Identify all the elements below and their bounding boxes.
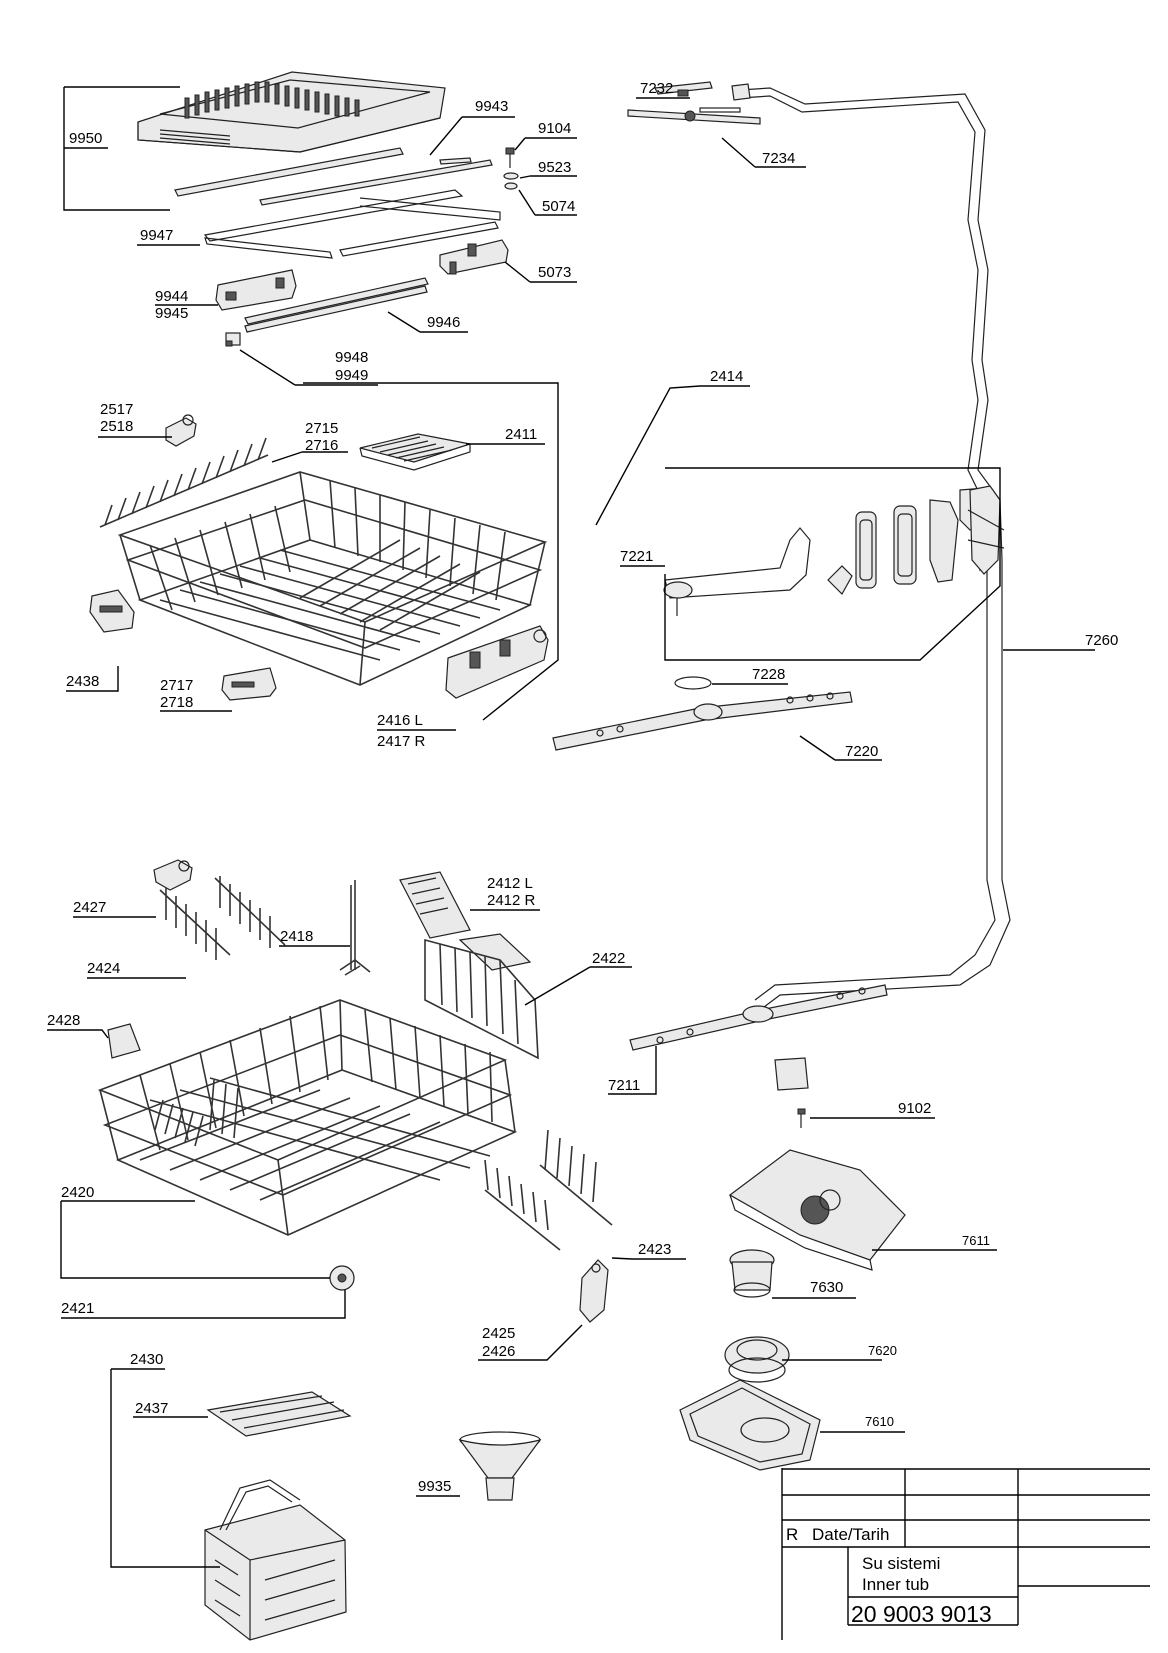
clip-2717-drawing <box>221 667 277 701</box>
title-block-date-label: Date/Tarih <box>812 1525 889 1544</box>
rail-bracket-9944-drawing <box>215 269 297 311</box>
callout-2412R: 2412 R <box>487 892 536 909</box>
callout-9523: 9523 <box>538 159 571 176</box>
callout-9102: 9102 <box>898 1100 931 1117</box>
callout-7611: 7611 <box>962 1233 990 1248</box>
holder-2418-drawing <box>339 880 371 976</box>
callout-7211: 7211 <box>608 1077 640 1094</box>
callout-9104: 9104 <box>538 120 571 137</box>
callout-2424: 2424 <box>87 960 120 977</box>
callout-2416L: 2416 L <box>377 712 423 729</box>
callout-9935: 9935 <box>418 1478 451 1495</box>
rail-bracket-5073-drawing <box>439 239 509 275</box>
ring-filter-7620-drawing <box>724 1336 790 1383</box>
title-block-title-line2: Inner tub <box>862 1575 929 1594</box>
callout-2430: 2430 <box>130 1351 163 1368</box>
clip-2427-drawing <box>153 859 193 891</box>
callout-7234: 7234 <box>762 150 795 167</box>
callout-2437: 2437 <box>135 1400 168 1417</box>
lower-spray-arm-7211-drawing <box>629 984 888 1091</box>
callout-2438: 2438 <box>66 673 99 690</box>
callout-2426: 2426 <box>482 1343 515 1360</box>
cup-shelf-2411-drawing <box>359 433 471 471</box>
o-ring-7228-drawing <box>674 676 712 690</box>
cup-shelf-2412-drawing <box>399 871 532 971</box>
leader-lines <box>47 86 1095 1568</box>
clip-2425-drawing <box>579 1259 609 1323</box>
tine-rows-2423-drawing <box>484 1129 613 1251</box>
diverter-assembly-7221-drawing <box>663 485 1005 616</box>
wheel-2421-drawing <box>329 1265 355 1291</box>
callout-7610: 7610 <box>865 1414 894 1429</box>
title-block-revision: R <box>786 1525 798 1544</box>
callout-2518: 2518 <box>100 418 133 435</box>
callout-5073: 5073 <box>538 264 571 281</box>
callout-7220: 7220 <box>845 743 878 760</box>
title-block-document-number: 20 9003 9013 <box>851 1601 992 1627</box>
callout-7232: 7232 <box>640 80 673 97</box>
callout-2412L: 2412 L <box>487 875 533 892</box>
screw-9102-drawing <box>797 1108 806 1128</box>
callout-2414: 2414 <box>710 368 743 385</box>
upper-basket-drawing <box>99 437 548 686</box>
callout-9946: 9946 <box>427 314 460 331</box>
callout-5074: 5074 <box>542 198 575 215</box>
callout-2427: 2427 <box>73 899 106 916</box>
callout-labels: 9950 9943 9104 9523 5074 9947 5073 9944 … <box>47 80 1118 1495</box>
handle-2438-drawing <box>89 589 135 633</box>
screw-washers-drawing <box>503 147 519 190</box>
title-block-title-line1: Su sistemi <box>862 1554 940 1573</box>
callout-9943: 9943 <box>475 98 508 115</box>
middle-spray-arm-7220-drawing <box>552 691 853 751</box>
callout-2423: 2423 <box>638 1241 671 1258</box>
rack-rails-drawing <box>174 147 501 259</box>
handle-2428-drawing <box>107 1023 141 1059</box>
diverter-group-box <box>664 467 1001 661</box>
cutlery-basket-2430-drawing <box>204 1479 347 1641</box>
folding-rack-2422-drawing <box>424 938 539 1060</box>
callout-2425: 2425 <box>482 1325 515 1342</box>
callout-9949: 9949 <box>335 367 368 384</box>
callout-9948: 9948 <box>335 349 368 366</box>
callout-9950: 9950 <box>69 130 102 147</box>
rail-9946-drawing <box>244 277 429 333</box>
top-spray-arm-drawing <box>654 81 713 97</box>
callout-2715: 2715 <box>305 420 338 437</box>
callout-2717: 2717 <box>160 677 193 694</box>
spray-arm-7234-drawing <box>627 107 761 125</box>
callout-2418: 2418 <box>280 928 313 945</box>
callout-9944: 9944 <box>155 288 188 305</box>
callout-2421: 2421 <box>61 1300 94 1317</box>
callout-7228: 7228 <box>752 666 785 683</box>
callout-2428: 2428 <box>47 1012 80 1029</box>
callout-2716: 2716 <box>305 437 338 454</box>
micro-filter-7610-drawing <box>679 1379 821 1471</box>
callout-2517: 2517 <box>100 401 133 418</box>
callout-2718: 2718 <box>160 694 193 711</box>
funnel-9935-drawing <box>458 1431 542 1501</box>
callout-7221: 7221 <box>620 548 653 565</box>
callout-2420: 2420 <box>61 1184 94 1201</box>
upper-basket-group-bracket <box>303 382 559 721</box>
filter-7630-drawing <box>729 1249 775 1298</box>
tine-rows-2424-drawing <box>159 876 286 960</box>
callout-2411: 2411 <box>505 426 537 443</box>
cutlery-tray-drawing <box>137 71 446 153</box>
callout-9945: 9945 <box>155 305 188 322</box>
rack-adjuster-2416-drawing <box>445 625 549 699</box>
callout-7260: 7260 <box>1085 632 1118 649</box>
callout-9947: 9947 <box>140 227 173 244</box>
lower-basket-drawing <box>97 999 518 1236</box>
title-block: R Date/Tarih Su sistemi Inner tub 20 900… <box>781 1468 1150 1640</box>
end-stopper-drawing <box>225 332 241 347</box>
callout-7620: 7620 <box>868 1343 897 1358</box>
callout-2417R: 2417 R <box>377 733 426 750</box>
basket-lid-2437-drawing <box>206 1391 352 1437</box>
callout-2422: 2422 <box>592 950 625 967</box>
sump-cover-7611-drawing <box>728 1149 906 1271</box>
callout-7630: 7630 <box>810 1279 843 1296</box>
clip-2517-drawing <box>165 414 197 447</box>
